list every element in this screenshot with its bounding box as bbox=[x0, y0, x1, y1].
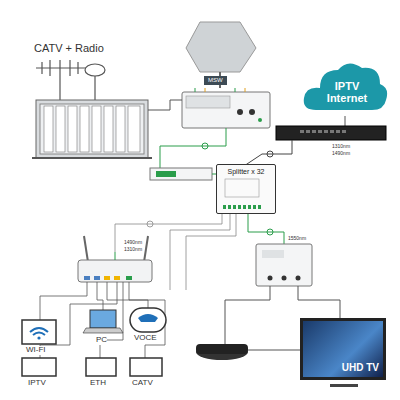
olt-switch bbox=[276, 126, 386, 140]
home-router bbox=[78, 236, 152, 282]
catv-icon bbox=[130, 358, 162, 376]
device-label: PC bbox=[96, 336, 107, 345]
ethernet-icon bbox=[86, 358, 116, 376]
device-label: CATV bbox=[132, 379, 153, 388]
device-label: WI-FI bbox=[26, 346, 46, 355]
wdm-coupler bbox=[150, 168, 212, 180]
cloud-node: IPTV Internet bbox=[302, 58, 388, 116]
tv-icon bbox=[22, 358, 56, 376]
node-label: MSW bbox=[208, 77, 223, 84]
wavelength-label: 1310nm bbox=[332, 144, 350, 150]
splitter-box: Splitter x 32 bbox=[216, 164, 276, 214]
antenna-array bbox=[36, 60, 105, 100]
wavelength-label: 1550nm bbox=[288, 236, 306, 242]
set-top-box bbox=[196, 344, 304, 360]
headend-rack bbox=[32, 100, 152, 158]
satellite-dish bbox=[186, 22, 256, 88]
laptop-icon bbox=[83, 310, 123, 333]
phone-icon bbox=[130, 308, 166, 332]
wavelength-label: 1310nm bbox=[124, 247, 142, 253]
device-label: IPTV bbox=[28, 379, 46, 388]
headend-label: CATV + Radio bbox=[34, 42, 104, 54]
node-label: IPTV Internet bbox=[320, 80, 374, 104]
msw-tag: MSW bbox=[204, 76, 227, 85]
wifi-icon bbox=[22, 320, 56, 344]
device-label: VOCE bbox=[134, 334, 157, 343]
node-heading: Splitter x 32 bbox=[217, 168, 275, 176]
wavelength-label: 1490nm bbox=[124, 240, 142, 246]
wavelength-label: 1490nm bbox=[332, 151, 350, 157]
optical-transmitter bbox=[182, 88, 270, 128]
device-label: ETH bbox=[90, 379, 106, 388]
node-label: UHD TV bbox=[342, 362, 379, 373]
tv-screen: UHD TV bbox=[300, 318, 386, 380]
ont-box bbox=[256, 244, 312, 286]
